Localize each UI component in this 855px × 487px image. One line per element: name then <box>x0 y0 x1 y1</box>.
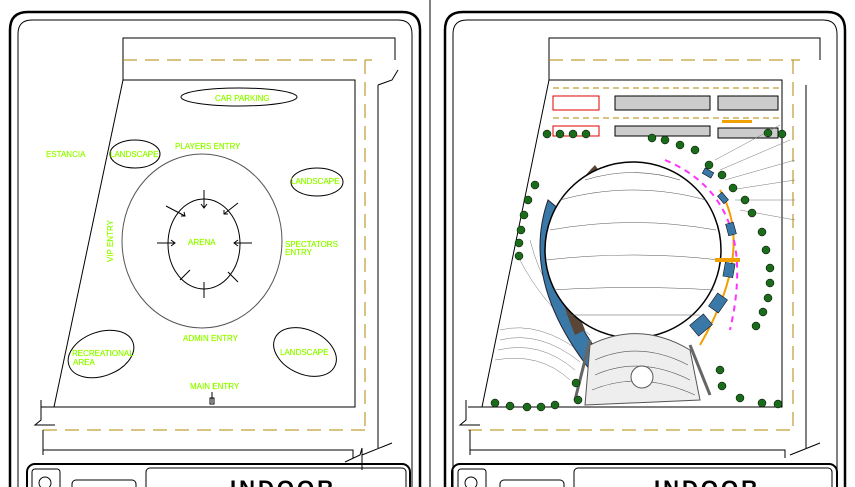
arena-outer-zone <box>121 153 283 329</box>
label-vip-entry: VIP ENTRY <box>106 219 115 262</box>
title-block <box>26 463 411 487</box>
car-parking-zone <box>180 87 298 107</box>
sheet-frame <box>8 10 422 487</box>
compass-icon <box>464 476 478 487</box>
sheet-info-box <box>71 479 137 487</box>
title-box <box>145 467 407 487</box>
logo-box <box>31 468 61 487</box>
label-arena: ARENA <box>188 238 216 247</box>
label-landscape: LANDSCAPE <box>280 348 328 357</box>
parking-lots <box>552 87 782 139</box>
trees <box>490 128 787 412</box>
title-box <box>573 467 833 487</box>
label-car-parking: CAR PARKING <box>215 94 270 103</box>
label-recreational-area-2: AREA <box>73 358 95 367</box>
arena-dome <box>544 161 722 339</box>
label-spectators-entry-2: ENTRY <box>285 248 313 257</box>
site-boundary <box>41 79 356 408</box>
label-landscape: LANDSCAPE <box>110 150 158 159</box>
landscape-zone <box>290 167 344 197</box>
site-boundary-slanted <box>53 79 124 408</box>
recreational-zone <box>67 329 135 379</box>
label-estancia: ESTANCIA <box>46 150 86 159</box>
landscape-zone <box>273 327 337 377</box>
sheet-frame <box>443 10 847 487</box>
sheet-title: INDOOR <box>654 476 760 487</box>
road-edge-top <box>122 37 396 80</box>
stadium <box>539 159 740 406</box>
road-edge-bottom <box>43 449 354 458</box>
sheet-frame-inner <box>452 19 838 487</box>
sheet-frame-inner <box>17 19 413 487</box>
label-recreational-area: RECREATIONAL <box>72 349 134 358</box>
entry-arrows <box>157 190 252 405</box>
left-sheet: CAR PARKING ESTANCIA LANDSCAPE PLAYERS E… <box>8 10 422 487</box>
label-players-entry: PLAYERS ENTRY <box>175 142 241 151</box>
right-sheet: INDOOR <box>443 10 847 487</box>
sheet-info-box <box>499 479 565 487</box>
label-spectators-entry: SPECTATORS <box>285 240 338 249</box>
compass-icon <box>38 476 52 487</box>
logo-box <box>457 468 487 487</box>
landscape-zone <box>109 139 161 169</box>
label-admin-entry: ADMIN ENTRY <box>183 334 239 343</box>
label-landscape: LANDSCAPE <box>291 177 339 186</box>
title-block <box>451 463 838 487</box>
label-main-entry: MAIN ENTRY <box>190 382 240 391</box>
sheet-title: INDOOR <box>230 476 336 487</box>
